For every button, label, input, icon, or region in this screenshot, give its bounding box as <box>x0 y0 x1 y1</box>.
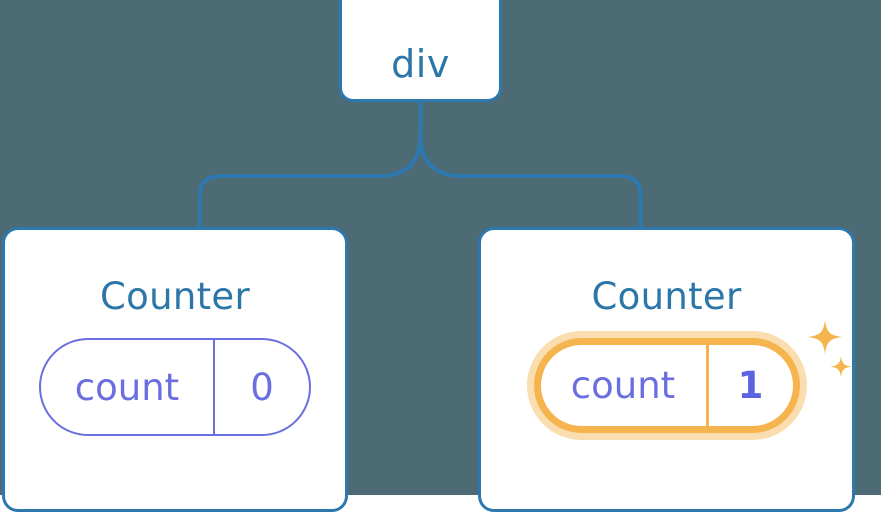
state-key-cell: count <box>541 345 709 426</box>
state-value-label: 0 <box>250 365 274 409</box>
tree-node-root[interactable]: div <box>339 0 502 102</box>
state-value-cell: 1 <box>709 345 793 426</box>
state-pill-wrapper: count 1 <box>533 320 852 433</box>
state-key-label: count <box>570 364 676 407</box>
state-pill-wrapper: count 0 <box>39 338 311 436</box>
state-key-cell: count <box>41 340 215 434</box>
node-title: Counter <box>100 275 250 318</box>
connector-right <box>418 100 643 230</box>
node-title: Counter <box>591 275 742 318</box>
state-value-label: 1 <box>737 364 764 407</box>
tree-node-counter-left[interactable]: Counter count 0 <box>2 227 348 512</box>
tree-node-counter-right[interactable]: Counter count 1 <box>478 227 855 512</box>
state-pill[interactable]: count 0 <box>39 338 311 436</box>
sparkle-large <box>807 320 842 354</box>
connector-left <box>197 100 423 230</box>
state-value-cell: 0 <box>215 340 309 434</box>
root-node-label: div <box>391 42 450 86</box>
sparkle-small <box>829 356 852 378</box>
state-key-label: count <box>74 365 180 409</box>
sparkles-icon <box>807 320 852 378</box>
state-pill-highlighted[interactable]: count 1 <box>533 338 800 433</box>
